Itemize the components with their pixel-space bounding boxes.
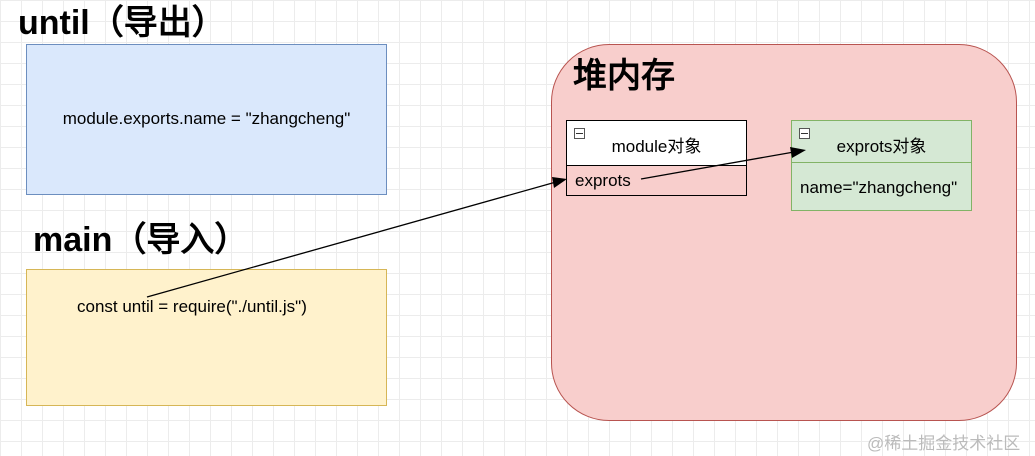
- util-heading: until（导出）: [18, 4, 226, 42]
- heap-region[interactable]: [551, 44, 1017, 421]
- util-code: module.exports.name = "zhangcheng": [62, 109, 351, 128]
- watermark: @稀土掘金技术社区: [867, 434, 1021, 453]
- util-box[interactable]: module.exports.name = "zhangcheng": [26, 44, 387, 195]
- heap-heading: 堆内存: [573, 57, 675, 95]
- exports-object-field: name="zhangcheng": [800, 178, 958, 197]
- collapse-icon[interactable]: [799, 128, 810, 139]
- collapse-icon[interactable]: [574, 128, 585, 139]
- module-object-title: module对象: [611, 137, 702, 156]
- module-object[interactable]: module对象 exprots: [566, 120, 747, 196]
- main-heading: main（导入）: [33, 221, 249, 259]
- exports-object-title: exprots对象: [836, 137, 927, 156]
- main-code: const until = require("./until.js"): [77, 297, 307, 316]
- module-object-field: exprots: [575, 171, 631, 190]
- exports-object[interactable]: exprots对象 name="zhangcheng": [791, 120, 972, 211]
- main-box[interactable]: const until = require("./until.js"): [26, 269, 387, 406]
